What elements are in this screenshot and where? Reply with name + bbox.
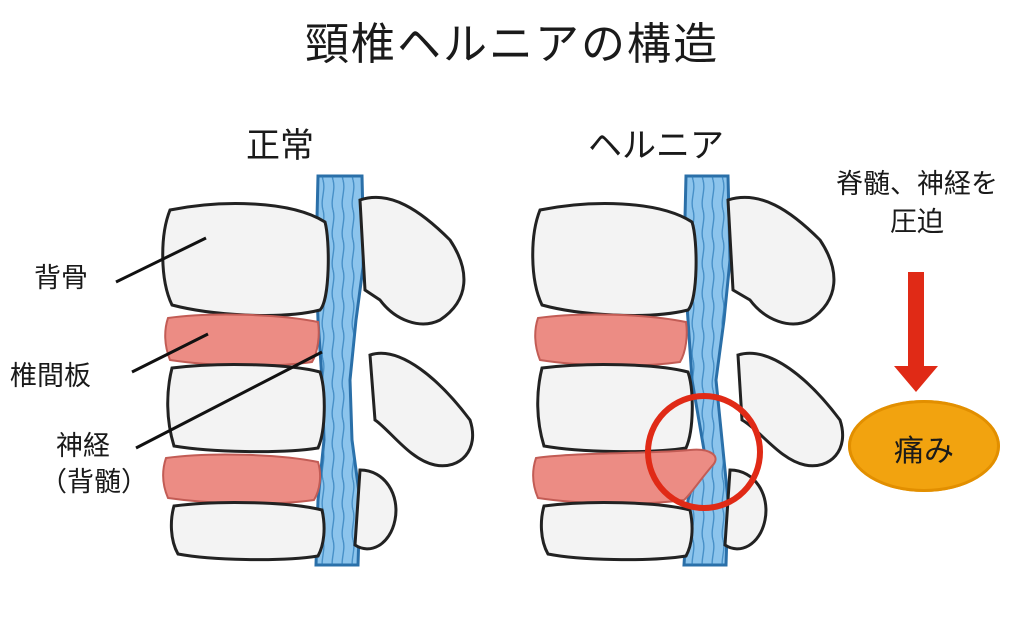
normal-spine xyxy=(115,174,475,567)
hernia-process-1 xyxy=(726,195,836,326)
compression-label-line2: 圧迫 xyxy=(890,207,944,238)
compression-label-line1: 脊髄、神経を xyxy=(836,169,998,200)
herniation-highlight-circle xyxy=(645,393,763,511)
pain-label: 痛み xyxy=(894,434,954,469)
hernia-spine xyxy=(531,174,845,567)
hernia-disc-1 xyxy=(534,313,688,367)
hernia-vertebra-1 xyxy=(531,202,698,317)
label-bone: 背骨 xyxy=(34,263,88,294)
page-title: 頸椎ヘルニアの構造 xyxy=(305,19,719,70)
panel-title-hernia: ヘルニア xyxy=(588,126,724,166)
compression-arrow xyxy=(894,272,938,392)
normal-disc-1 xyxy=(164,313,320,367)
hernia-process-3 xyxy=(723,468,768,551)
panel-title-normal: 正常 xyxy=(246,126,314,166)
pain-badge xyxy=(848,400,1000,492)
pointer-line-nerve xyxy=(135,350,323,450)
normal-process-1 xyxy=(358,195,466,326)
hernia-process-2 xyxy=(736,351,845,468)
label-nerve: 神経 xyxy=(56,431,110,462)
normal-disc-2 xyxy=(162,453,322,505)
hernia-disc-2 xyxy=(532,448,717,505)
label-nerve-sub: （背髄） xyxy=(40,467,148,498)
normal-vertebra-1 xyxy=(161,202,330,317)
normal-process-2 xyxy=(368,351,475,468)
pointer-line-disc xyxy=(131,332,209,374)
normal-vertebra-3 xyxy=(169,501,326,562)
pointer-line-bone xyxy=(115,236,207,284)
hernia-vertebra-3 xyxy=(539,501,694,562)
label-disc: 椎間板 xyxy=(10,361,91,392)
normal-process-3 xyxy=(353,468,398,551)
normal-vertebra-2 xyxy=(166,363,326,454)
